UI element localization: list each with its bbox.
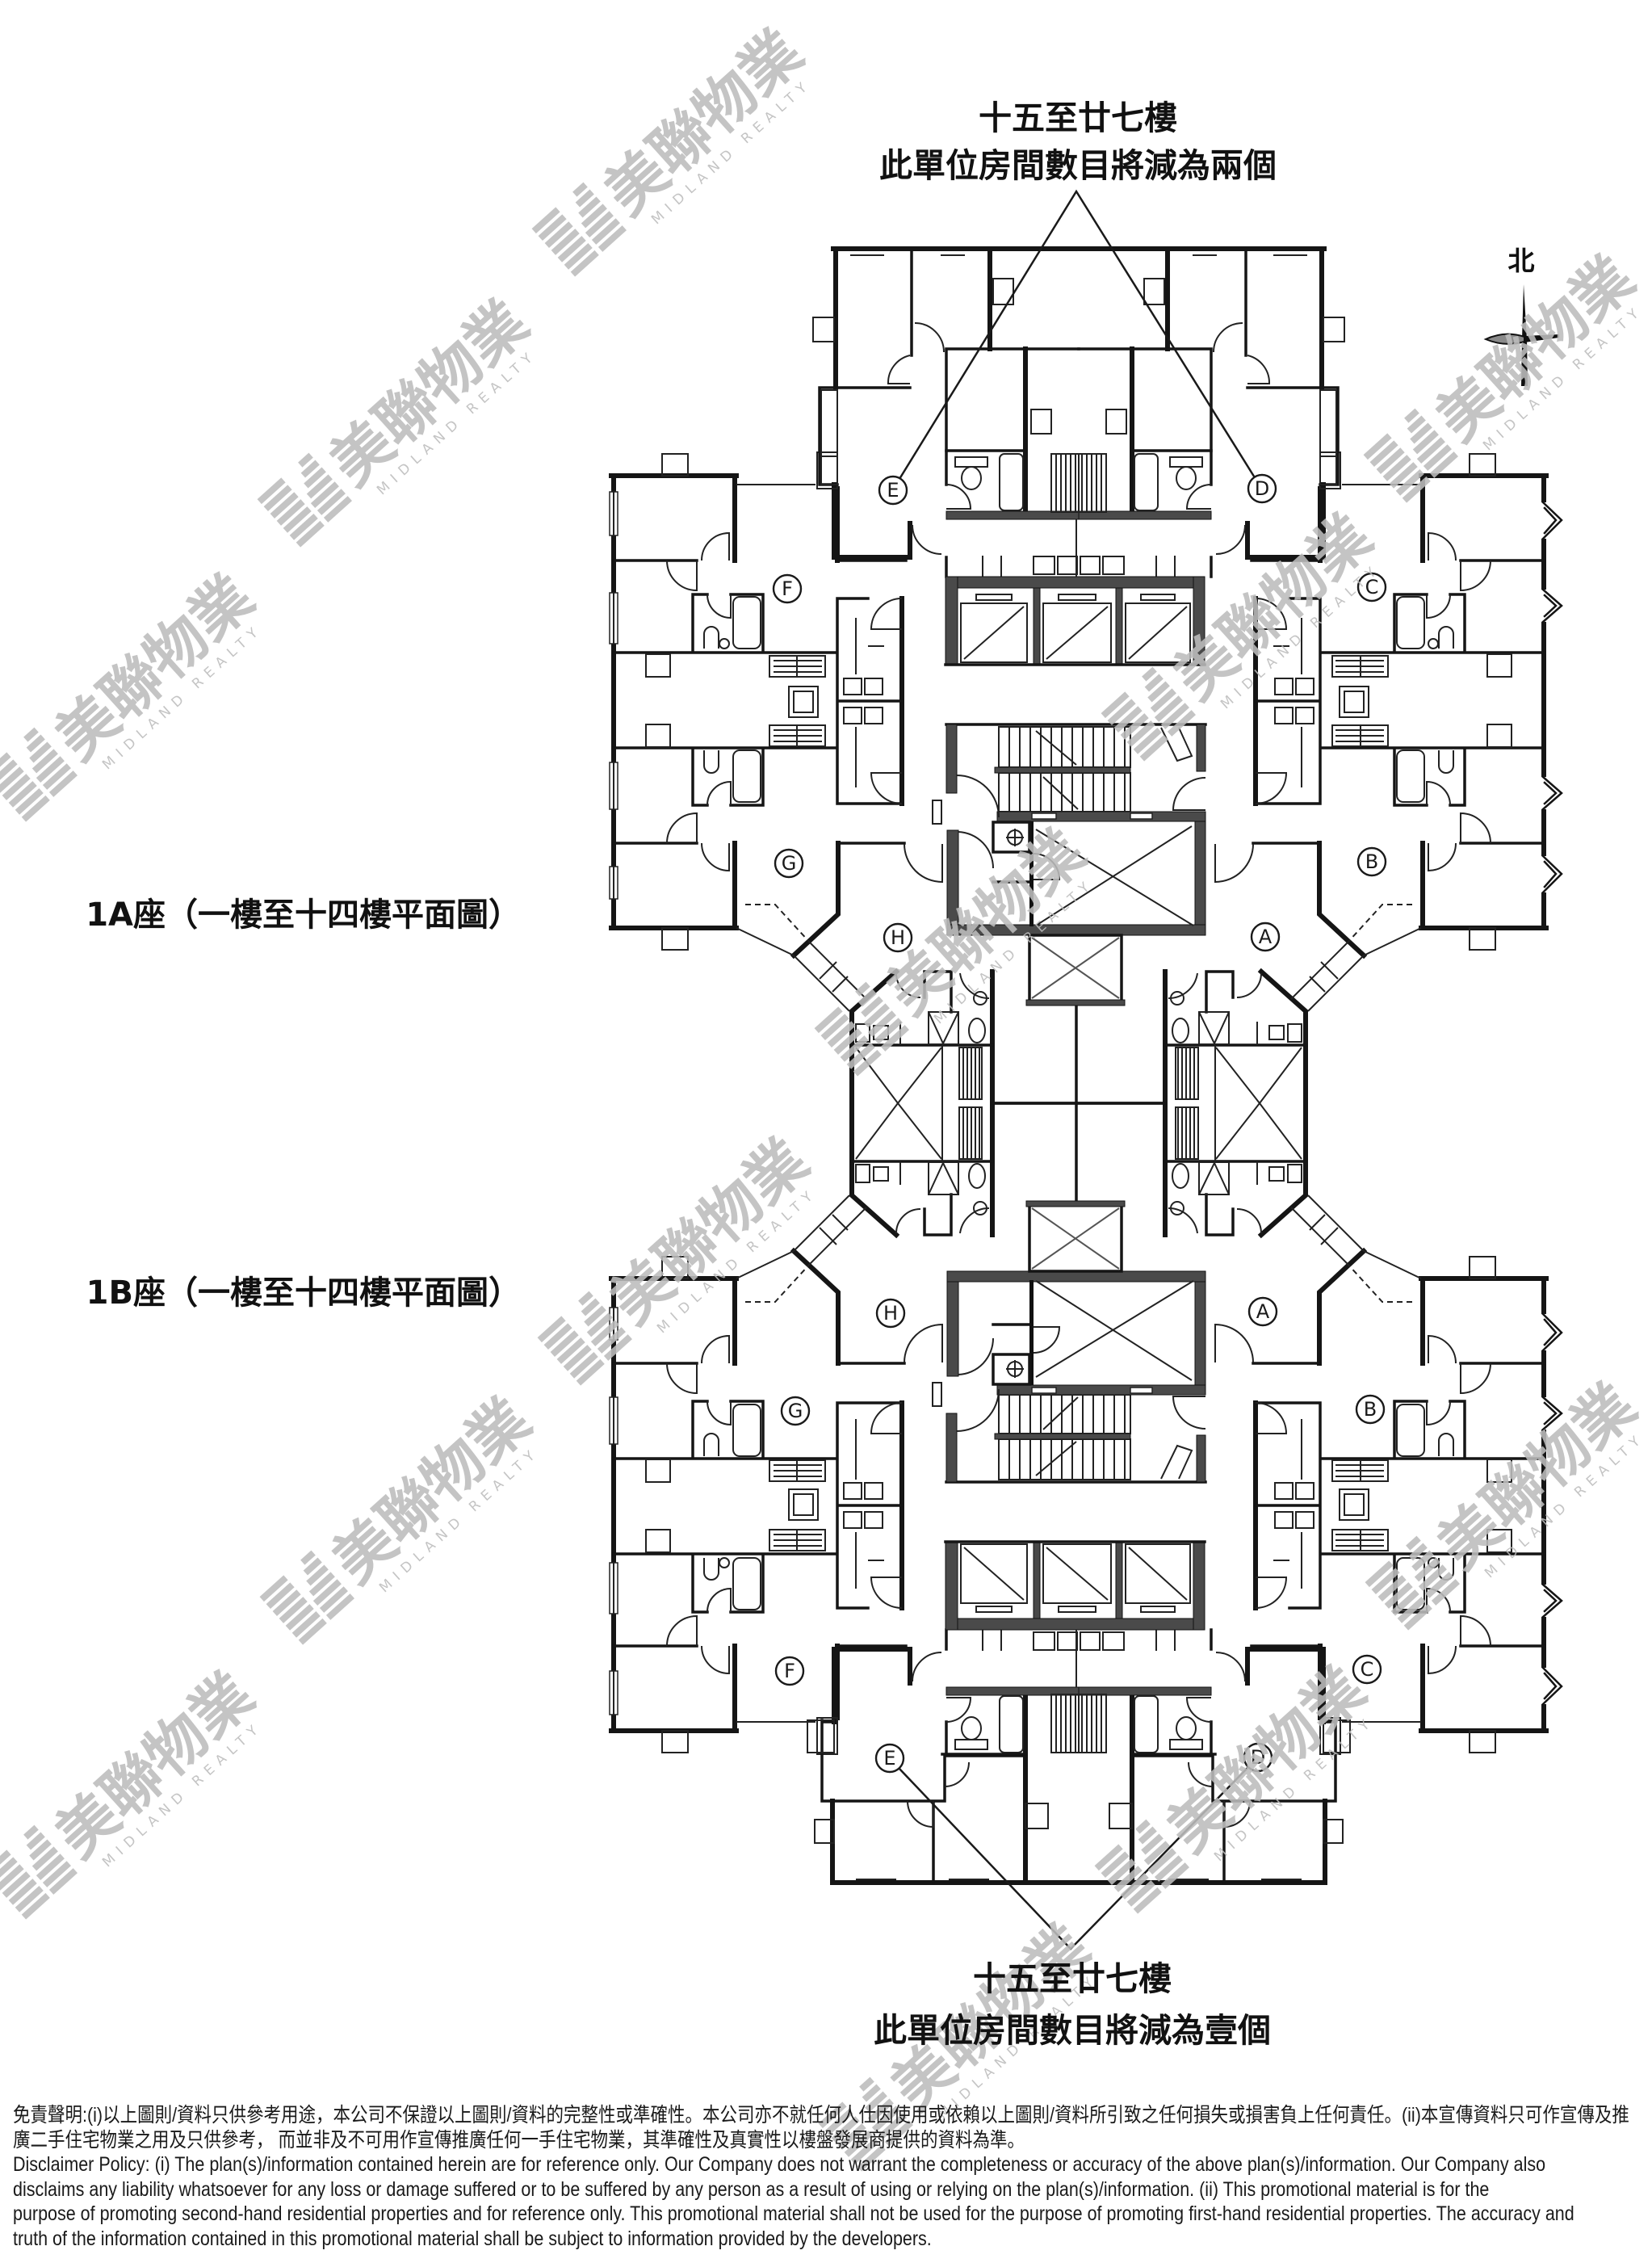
svg-text:E: E [887, 479, 899, 502]
north-arrow: 北 [1483, 246, 1559, 386]
svg-text:E: E [883, 1747, 895, 1770]
unit-label-1a-f: F [772, 573, 803, 604]
top-note-remark: 此單位房間數目將減為兩個 [879, 146, 1277, 185]
unit-label-1b-c: C [1352, 1654, 1382, 1685]
svg-text:B: B [1365, 850, 1378, 873]
unit-label-1a-b: B [1356, 846, 1387, 877]
svg-text:C: C [1365, 576, 1379, 598]
svg-text:H: H [883, 1302, 898, 1325]
unit-label-1b-b: B [1355, 1394, 1386, 1425]
svg-text:G: G [788, 1400, 803, 1422]
unit-label-1a-c: C [1356, 572, 1387, 602]
block-1a-plan [610, 249, 1562, 1103]
svg-text:F: F [782, 577, 793, 600]
top-callout-triangle [898, 189, 1257, 480]
svg-text:B: B [1364, 1398, 1377, 1421]
svg-text:C: C [1361, 1658, 1374, 1681]
svg-text:D: D [1255, 477, 1269, 500]
svg-text:A: A [1256, 1300, 1270, 1323]
svg-text:美聯物業: 美聯物業 [320, 1385, 544, 1597]
unit-label-1b-e: E [874, 1743, 905, 1774]
bottom-note-remark: 此單位房間數目將減為壹個 [874, 2011, 1271, 2050]
svg-text:美聯物業: 美聯物業 [43, 1660, 267, 1871]
svg-text:H: H [891, 926, 905, 949]
svg-text:A: A [1259, 926, 1273, 948]
unit-label-1b-d: D [1243, 1742, 1273, 1773]
svg-text:美聯物業: 美聯物業 [43, 562, 267, 774]
unit-label-1a-a: A [1250, 922, 1281, 952]
unit-label-1a-g: G [774, 848, 804, 879]
svg-text:美聯物業: 美聯物業 [317, 288, 542, 499]
svg-text:美聯物業: 美聯物業 [592, 17, 816, 229]
block-1b-label: 1B座（一樓至十四樓平面圖） [86, 1274, 521, 1312]
disclaimer-line: 廣二手住宅物業之用及只供參考， 而並非及不可用作宣傳推廣任何一手住宅物業，其準確… [13, 2128, 1025, 2152]
bottom-note-floors: 十五至廿七樓 [973, 1959, 1172, 1998]
block-1a-label: 1A座（一樓至十四樓平面圖） [86, 896, 521, 934]
disclaimer-line: truth of the information contained in th… [13, 2227, 932, 2250]
unit-label-1b-a: A [1247, 1296, 1278, 1327]
svg-text:美聯物業: 美聯物業 [597, 1126, 822, 1337]
bottom-callout-triangle [898, 1767, 1248, 1950]
disclaimer: 免責聲明:(i)以上圖則/資料只供參考用途，本公司不保證以上圖則/資料的完整性或… [13, 2103, 1652, 2251]
svg-text:G: G [782, 852, 797, 875]
unit-label-1a-h: H [883, 922, 913, 953]
disclaimer-line: Disclaimer Policy: (i) The plan(s)/infor… [13, 2153, 1546, 2176]
north-arrow-icon [1521, 284, 1528, 386]
disclaimer-line: disclaims any liability whatsoever for a… [13, 2177, 1490, 2201]
unit-label-1b-g: G [780, 1396, 811, 1426]
unit-label-1b-h: H [875, 1298, 906, 1329]
north-label: 北 [1508, 246, 1535, 277]
top-note-floors: 十五至廿七樓 [979, 99, 1177, 137]
svg-text:D: D [1251, 1746, 1265, 1769]
svg-text:F: F [784, 1660, 795, 1682]
disclaimer-line: purpose of promoting second-hand residen… [13, 2202, 1574, 2225]
svg-text:美聯物業: 美聯物業 [1155, 1654, 1379, 1866]
compass-east-arm-icon [1524, 334, 1559, 342]
unit-label-1a-d: D [1247, 473, 1277, 504]
unit-label-1b-f: F [774, 1656, 805, 1686]
svg-text:美聯物業: 美聯物業 [1423, 243, 1648, 455]
unit-label-1a-e: E [878, 475, 908, 506]
disclaimer-line: 免責聲明:(i)以上圖則/資料只供參考用途，本公司不保證以上圖則/資料的完整性或… [13, 2104, 1629, 2127]
